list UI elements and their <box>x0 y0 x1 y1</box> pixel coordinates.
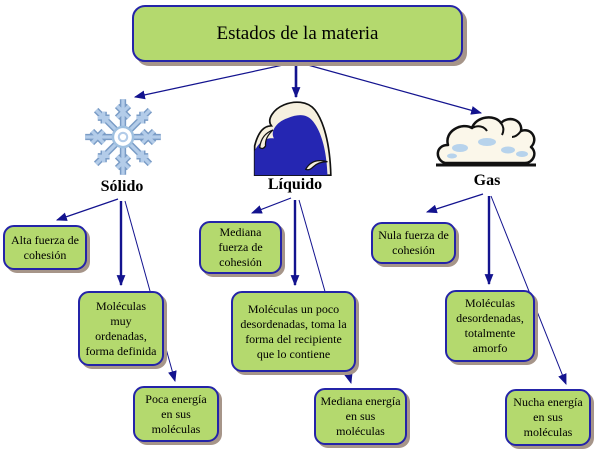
cohesion-node-solido: Alta fuerza de cohesión <box>3 225 87 270</box>
cohesion-text-gas: Nula fuerza de cohesión <box>378 228 449 257</box>
cohesion-node-gas: Nula fuerza de cohesión <box>371 222 456 264</box>
arrow-liquido-to-cohesion <box>250 197 292 214</box>
cohesion-node-liquido: Mediana fuerza de cohesión <box>199 221 282 274</box>
molecules-text-solido: Moléculas muy ordenadas, forma definida <box>85 298 157 358</box>
cohesion-text-liquido: Mediana fuerza de cohesión <box>218 225 263 269</box>
molecules-node-gas: Moléculas desordenadas, totalmente amorf… <box>445 290 535 362</box>
state-label-solido: Sólido <box>100 178 144 195</box>
arrow-title-to-solido <box>133 61 298 100</box>
arrow-solido-to-cohesion <box>55 198 119 221</box>
energy-text-gas: Nucha energía en sus moléculas <box>513 395 583 439</box>
cohesion-text-solido: Alta fuerza de cohesión <box>11 232 79 262</box>
molecules-text-gas: Moléculas desordenadas, totalmente amorf… <box>456 296 524 355</box>
energy-node-liquido: Mediana energía en sus moléculas <box>314 388 407 445</box>
arrow-gas-to-cohesion <box>425 193 484 214</box>
cloud-icon <box>436 116 536 167</box>
snowflake-icon <box>85 99 161 175</box>
molecules-text-liquido: Moléculas un poco desordenadas, toma la … <box>240 301 347 361</box>
energy-node-gas: Nucha energía en sus moléculas <box>505 389 591 446</box>
molecules-node-solido: Moléculas muy ordenadas, forma definida <box>78 291 164 366</box>
state-label-gas: Gas <box>473 172 501 189</box>
title-text: Estados de la materia <box>216 22 379 44</box>
energy-text-solido: Poca energía en sus moléculas <box>145 391 207 436</box>
title-node: Estados de la materia <box>132 5 463 62</box>
molecules-node-liquido: Moléculas un poco desordenadas, toma la … <box>231 291 356 372</box>
energy-node-solido: Poca energía en sus moléculas <box>133 386 219 442</box>
state-label-liquido: Líquido <box>267 176 323 193</box>
energy-text-liquido: Mediana energía en sus moléculas <box>320 394 401 438</box>
wave-icon <box>253 101 332 176</box>
